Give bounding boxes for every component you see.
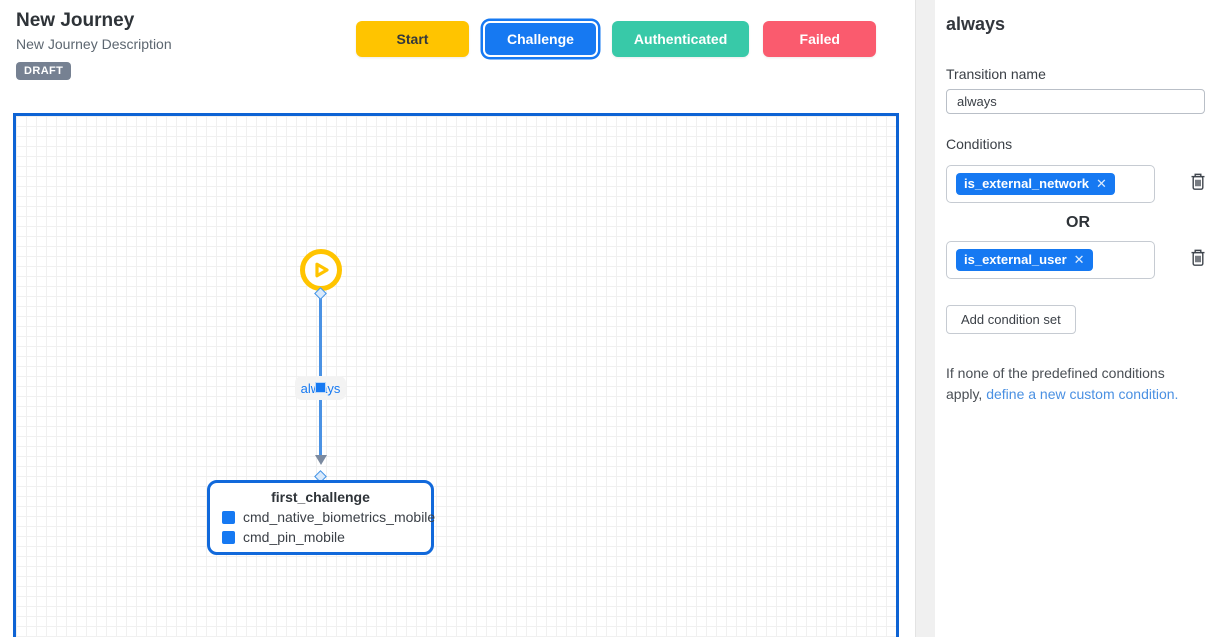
page-title: New Journey (16, 10, 135, 31)
start-node[interactable] (300, 249, 342, 291)
journey-canvas[interactable]: always first_challenge cmd_native_biomet… (13, 113, 899, 637)
command-icon (222, 510, 235, 524)
state-button-failed[interactable]: Failed (763, 21, 877, 57)
state-button-authenticated[interactable]: Authenticated (611, 21, 750, 57)
command-item: cmd_pin_mobile (222, 529, 419, 545)
condition-chip[interactable]: is_external_user ✕ (956, 249, 1093, 271)
sidebar-title: always (946, 14, 1006, 34)
page-subtitle: New Journey Description (16, 36, 172, 52)
or-separator: OR (1066, 214, 1090, 231)
condition-set-input[interactable]: is_external_user ✕ (946, 241, 1155, 279)
condition-chip-label: is_external_network (964, 176, 1090, 191)
state-button-challenge[interactable]: Challenge (483, 21, 598, 57)
challenge-node[interactable]: first_challenge cmd_native_biometrics_mo… (207, 480, 435, 555)
journey-header: New Journey New Journey Description DRAF… (16, 10, 172, 80)
play-icon (309, 258, 333, 282)
state-legend: Start Challenge Authenticated Failed (356, 21, 877, 57)
scrollbar-track[interactable] (915, 0, 935, 637)
command-icon (222, 530, 235, 544)
command-item: cmd_native_biometrics_mobile (222, 509, 435, 525)
node-title: first_challenge (271, 489, 370, 505)
conditions-label: Conditions (946, 136, 1013, 152)
remove-condition-icon[interactable]: ✕ (1096, 176, 1107, 191)
condition-chip-label: is_external_user (964, 252, 1067, 267)
edge-arrowhead-icon (315, 455, 327, 465)
edge-midpoint-handle[interactable] (315, 382, 326, 393)
custom-condition-link[interactable]: define a new custom condition. (986, 386, 1179, 402)
transition-sidebar: always Transition name Conditions is_ext… (946, 0, 1210, 405)
delete-condition-set-button[interactable] (1190, 248, 1206, 267)
command-label: cmd_native_biometrics_mobile (243, 509, 436, 525)
command-label: cmd_pin_mobile (243, 529, 345, 545)
help-text-static: If none of the predefined conditions app… (946, 365, 1165, 402)
remove-condition-icon[interactable]: ✕ (1073, 252, 1085, 267)
add-condition-set-button[interactable]: Add condition set (946, 305, 1076, 334)
trash-icon (1190, 248, 1206, 267)
condition-set-row: is_external_network ✕ (946, 165, 1210, 203)
help-text: If none of the predefined conditions app… (946, 363, 1200, 405)
state-button-start[interactable]: Start (356, 21, 469, 57)
transition-name-label: Transition name (946, 66, 1046, 82)
delete-condition-set-button[interactable] (1190, 172, 1206, 191)
condition-set-row: is_external_user ✕ (946, 241, 1210, 279)
condition-set-input[interactable]: is_external_network ✕ (946, 165, 1155, 203)
condition-chip[interactable]: is_external_network ✕ (956, 173, 1115, 195)
trash-icon (1190, 172, 1206, 191)
transition-name-input[interactable] (946, 89, 1205, 114)
status-badge: DRAFT (16, 62, 72, 80)
